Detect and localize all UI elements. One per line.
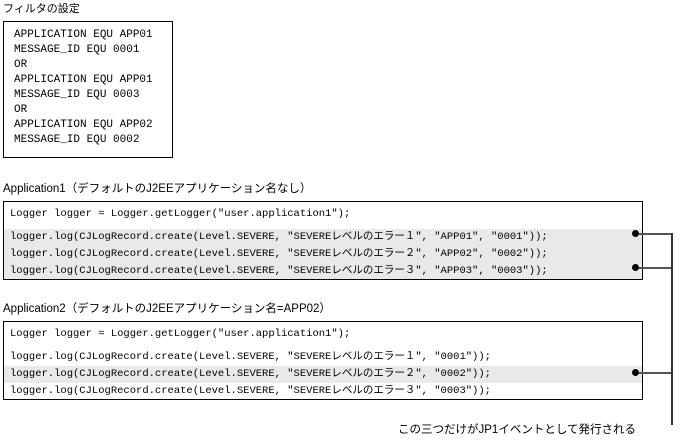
connector-line-app1-line3 — [639, 267, 673, 269]
application2-code-box: Logger logger = Logger.getLogger("user.a… — [3, 321, 643, 400]
application2-code-line-3: logger.log(CJLogRecord.create(Level.SEVE… — [10, 385, 491, 397]
application2-logger-line: Logger logger = Logger.getLogger("user.a… — [10, 328, 351, 340]
connector-line-app1-line1 — [639, 233, 673, 235]
filter-line: OR — [14, 104, 28, 116]
application1-code-line-3: logger.log(CJLogRecord.create(Level.SEVE… — [4, 263, 642, 279]
connector-vertical-bus — [671, 233, 673, 425]
application1-code-line-1: logger.log(CJLogRecord.create(Level.SEVE… — [4, 229, 642, 246]
filter-line: APPLICATION EQU APP02 — [14, 119, 153, 131]
application1-code-line-2: logger.log(CJLogRecord.create(Level.SEVE… — [4, 246, 642, 263]
connector-dot-app1-line3 — [632, 264, 639, 271]
filter-settings-label: フィルタの設定 — [3, 3, 80, 15]
application1-code-box: Logger logger = Logger.getLogger("user.a… — [3, 201, 643, 280]
filter-line: APPLICATION EQU APP01 — [14, 74, 153, 86]
connector-dot-app2-line2 — [632, 369, 639, 376]
application1-title: Application1（デフォルトのJ2EEアプリケーション名なし） — [3, 183, 312, 195]
filter-line: OR — [14, 59, 28, 71]
filter-line: MESSAGE_ID EQU 0002 — [14, 134, 140, 146]
filter-settings-lines: APPLICATION EQU APP01 MESSAGE_ID EQU 000… — [4, 22, 172, 148]
connector-line-app2-line2 — [639, 372, 673, 374]
application1-logger-line: Logger logger = Logger.getLogger("user.a… — [10, 208, 351, 220]
connector-dot-app1-line1 — [632, 230, 639, 237]
filter-line: APPLICATION EQU APP01 — [14, 29, 153, 41]
footer-note: この三つだけがJP1イベントとして発行される — [398, 424, 636, 436]
application2-code-line-1: logger.log(CJLogRecord.create(Level.SEVE… — [10, 351, 491, 363]
filter-line: MESSAGE_ID EQU 0003 — [14, 89, 140, 101]
application2-code-line-2: logger.log(CJLogRecord.create(Level.SEVE… — [4, 366, 642, 383]
filter-line: MESSAGE_ID EQU 0001 — [14, 44, 140, 56]
filter-settings-box: APPLICATION EQU APP01 MESSAGE_ID EQU 000… — [3, 21, 173, 158]
application2-title: Application2（デフォルトのJ2EEアプリケーション名=APP02） — [3, 303, 331, 315]
